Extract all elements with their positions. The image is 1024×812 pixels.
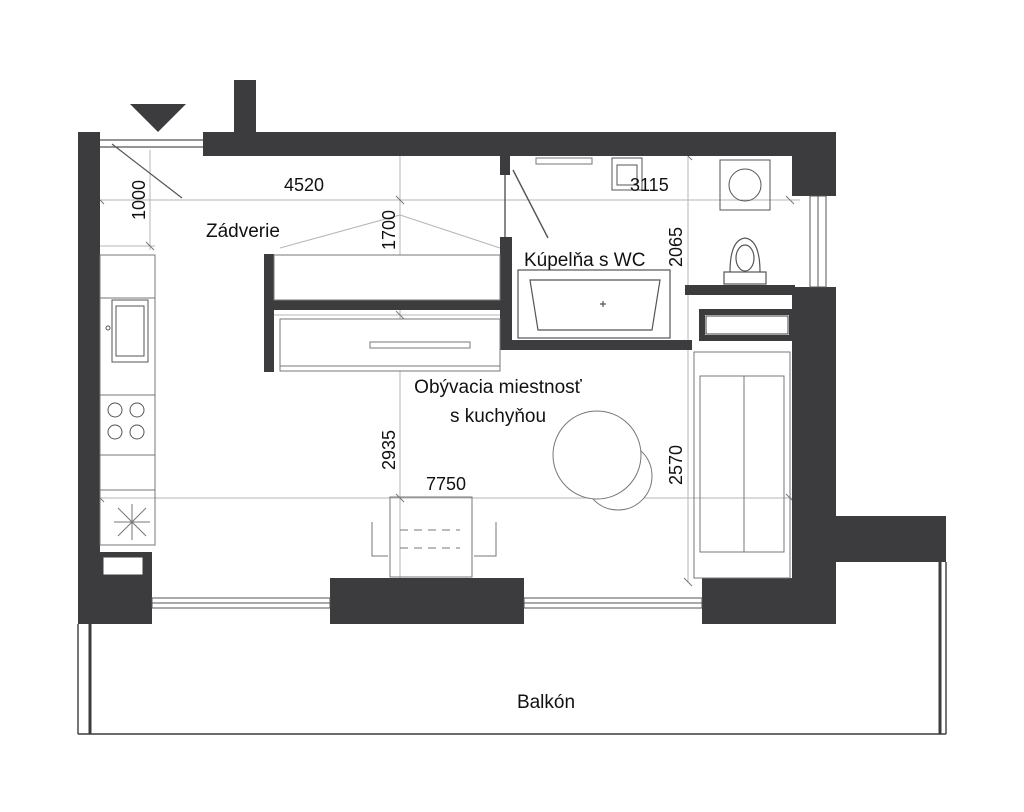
bathroom-shelf (535, 157, 593, 165)
cooktop-icon (107, 402, 145, 440)
bathroom-door-jamb (500, 237, 512, 247)
room-label-balcony: Balkón (517, 692, 575, 713)
windows (151, 195, 827, 609)
washing-machine-icon (719, 159, 771, 211)
bathtub-icon (517, 269, 671, 339)
entrance-door[interactable] (100, 139, 203, 199)
room-label-entry: Zádverie (206, 221, 280, 242)
dimension-2935: 2935 (379, 430, 399, 470)
dimension-1000: 1000 (129, 180, 149, 220)
toilet-icon (723, 237, 767, 285)
wardrobe (273, 254, 501, 372)
balcony (77, 562, 947, 735)
walls (78, 80, 946, 624)
dimension-2570: 2570 (666, 445, 686, 485)
room-label-bathroom: Kúpelňa s WC (524, 250, 645, 271)
fridge-icon (114, 504, 150, 540)
coffee-table (552, 410, 653, 511)
dimension-4520: 4520 (284, 175, 324, 195)
dimension-1700: 1700 (379, 210, 399, 250)
dimension-7750: 7750 (426, 474, 466, 494)
sofa (693, 351, 791, 579)
sink-bathroom-icon (611, 157, 643, 191)
bathroom-door[interactable] (504, 169, 549, 240)
dimension-2065: 2065 (666, 227, 686, 267)
room-label-living-1: Obývacia miestnosť (414, 377, 583, 398)
wall-niches (102, 315, 789, 576)
dining-table (371, 496, 497, 578)
room-label-living-2: s kuchyňou (450, 406, 546, 427)
sink-icon (105, 299, 149, 363)
kitchen-counter (99, 254, 156, 546)
bathroom-niche-frame (699, 309, 795, 341)
entrance-arrow-icon (130, 104, 186, 132)
dimension-3115: 3115 (630, 175, 669, 195)
